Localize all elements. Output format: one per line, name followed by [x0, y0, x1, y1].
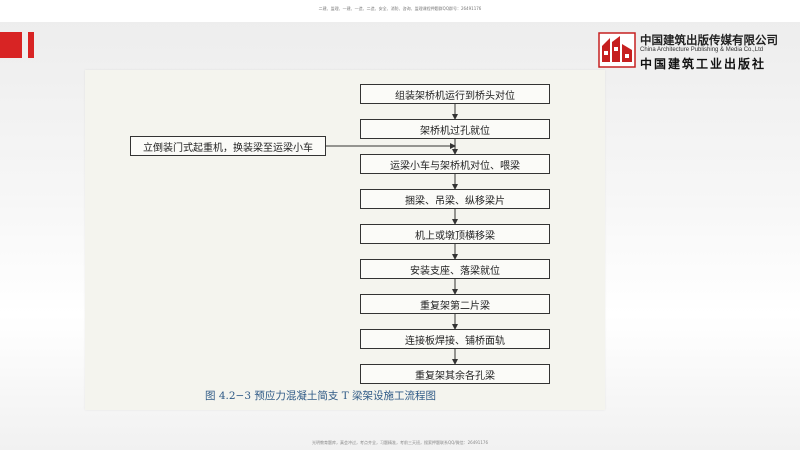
flow-step-5: 机上或墩顶横移梁	[360, 224, 550, 244]
flow-step-7: 重复架第二片梁	[360, 294, 550, 314]
publisher-logo: 中国建筑出版传媒有限公司 China Architecture Publishi…	[598, 32, 794, 72]
header-strip	[0, 0, 800, 22]
flow-step-3: 运梁小车与架桥机对位、喂梁	[360, 154, 550, 174]
flow-step-2: 架桥机过孔就位	[360, 119, 550, 139]
publisher-name-cn: 中国建筑出版传媒有限公司	[640, 33, 778, 47]
flow-step-1: 组装架桥机运行到桥头对位	[360, 84, 550, 104]
header-notice: 二建、监理、一建、一造、二造、安全、消防、咨询、监理课程押题群QQ群号：2649…	[318, 6, 482, 11]
publisher-name-en: China Architecture Publishing & Media Co…	[640, 47, 764, 53]
flow-step-9: 重复架其余各孔梁	[360, 364, 550, 384]
publisher-imprint-cn: 中国建筑工业出版社	[640, 57, 767, 71]
footer-notice: 光明教育题库，真会冲过，考点齐全，习题精准，考前三天班，搜索押题联系QQ/微信：…	[311, 440, 488, 445]
publisher-emblem-icon	[598, 32, 636, 68]
figure-caption: 图 4.2−3 预应力混凝土简支 T 梁架设施工流程图	[205, 390, 437, 402]
flow-step-6: 安装支座、落梁就位	[360, 259, 550, 279]
side-input-box: 立倒装门式起重机，换装梁至运梁小车	[130, 136, 326, 156]
flow-step-8: 连接板焊接、铺桥面轨	[360, 329, 550, 349]
flow-step-4: 捆梁、吊梁、纵移梁片	[360, 189, 550, 209]
red-accent-block	[0, 32, 22, 58]
red-accent-bar	[28, 32, 34, 58]
